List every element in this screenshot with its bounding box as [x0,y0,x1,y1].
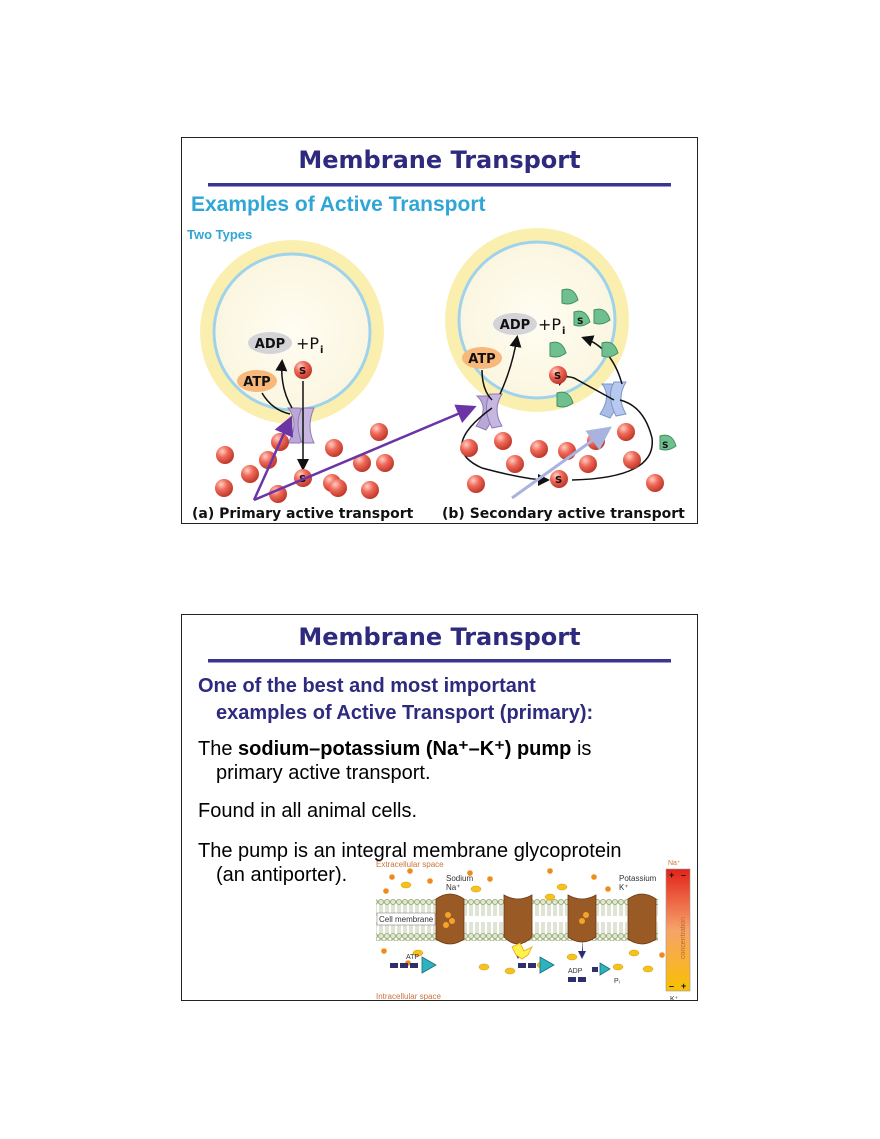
slide-title: Membrane Transport [298,146,581,174]
atp-glyph: ATP [390,954,555,974]
reaction-secondary: ADP +P i ATP S S [461,313,653,488]
svg-text:Pᵢ: Pᵢ [614,978,620,985]
svg-text:ATP: ATP [406,954,419,961]
active-transport-figure: ADP +P i ATP S S [192,228,685,522]
svg-text:Sodium: Sodium [446,874,473,883]
adp-glyph: ADP Pᵢ [568,962,620,985]
svg-text:+: + [669,870,674,880]
svg-text:ADP: ADP [568,968,583,975]
pump-secondary-right [599,381,627,419]
pump-secondary-left [475,393,503,431]
cell-primary [200,240,384,424]
svg-text:Cell membrane: Cell membrane [379,915,434,924]
solute-balls-primary [215,423,394,503]
svg-text:K⁺: K⁺ [670,996,679,1001]
caption-secondary: (b) Secondary active transport [442,506,685,522]
pump-primary [286,407,315,444]
slide-title: Membrane Transport [298,623,581,651]
svg-text:S: S [577,317,583,327]
svg-text:S: S [554,371,561,382]
slide-sodium-potassium-pump: Membrane Transport One of the best and m… [181,614,698,1001]
solute-s2-triangles: S S [549,288,677,451]
slide-subheading: Two Types [187,227,253,242]
caption-primary: (a) Primary active transport [192,506,414,522]
svg-text:S: S [555,475,562,486]
svg-text:S: S [299,366,306,377]
svg-text:+: + [681,981,686,991]
sodium-potassium-pump-diagram: Extracellular space Intracellular space … [376,860,691,1001]
svg-text:ATP: ATP [243,375,270,390]
svg-text:ADP: ADP [255,337,285,352]
slide-heading: One of the best and most important examp… [198,675,594,724]
paragraph-glycoprotein: The pump is an integral membrane glycopr… [198,840,622,886]
concentration-gradient-bar: Na⁺ + – – + concentration K⁺ [665,860,691,1001]
svg-text:Na⁺: Na⁺ [668,860,681,867]
title-underline [208,183,671,187]
svg-text:S: S [662,441,668,451]
svg-text:concentration: concentration [680,917,687,959]
svg-text:ADP: ADP [500,318,530,333]
svg-text:i: i [562,326,565,337]
svg-text:–: – [681,870,686,880]
svg-text:Intracellular space: Intracellular space [376,992,441,1001]
svg-text:–: – [669,981,674,991]
svg-text:Potassium: Potassium [619,874,657,883]
svg-text:K⁺: K⁺ [619,883,629,892]
paragraph-animal-cells: Found in all animal cells. [198,800,417,822]
paragraph-pump: The sodium–potassium (Na⁺–K⁺) pump is pr… [198,738,592,784]
reaction-primary: ADP +P i ATP S S [237,332,323,487]
slide-active-transport-types: Membrane Transport Examples of Active Tr… [181,137,698,524]
svg-text:i: i [320,345,323,356]
slide-subtitle: Examples of Active Transport [191,193,486,216]
svg-text:Na⁺: Na⁺ [446,883,460,892]
svg-text:ATP: ATP [468,352,495,367]
svg-text:+P: +P [296,334,319,353]
svg-text:+P: +P [538,315,561,334]
svg-text:Extracellular space: Extracellular space [376,860,444,869]
title-underline [208,659,671,663]
